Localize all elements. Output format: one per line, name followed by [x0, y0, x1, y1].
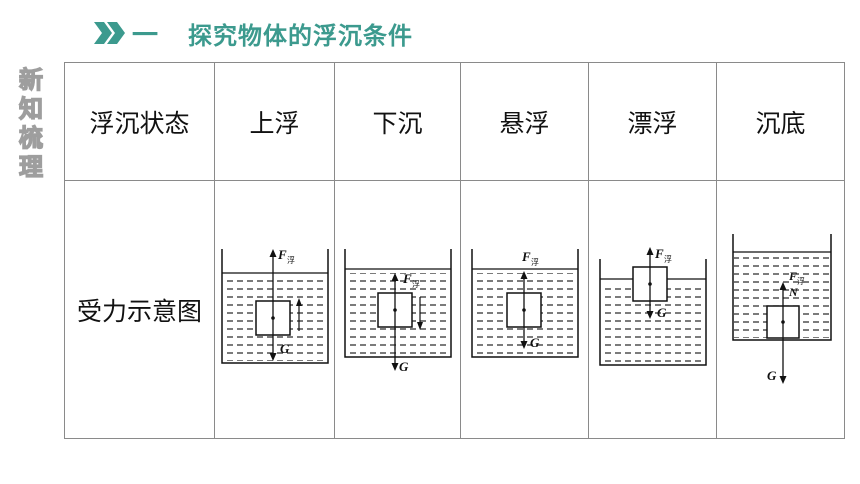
row-header-state: 浮沉状态 [64, 62, 215, 181]
state-cell: 上浮 [214, 62, 335, 181]
diagram-cell: F 浮 G [460, 180, 589, 439]
table-row: 受力示意图 F 浮 [64, 180, 845, 439]
diagram-cell: F 浮 N G [716, 180, 845, 439]
buoyancy-subscript: 浮 [531, 257, 539, 267]
state-cell: 沉底 [716, 62, 845, 181]
buoyancy-subscript: 浮 [412, 279, 420, 289]
state-cell: 下沉 [334, 62, 461, 181]
table-row: 浮沉状态 上浮 下沉 悬浮 漂浮 沉底 [64, 62, 845, 181]
row-header-diagram: 受力示意图 [64, 180, 215, 439]
buoyancy-subscript: 浮 [287, 255, 295, 265]
buoyancy-subscript: 浮 [797, 276, 805, 286]
diagram-cell: F 浮 G [334, 180, 461, 439]
gravity-label: G [280, 341, 290, 356]
buoyancy-label: F [521, 249, 531, 264]
floating-diagram: F 浮 G [598, 246, 707, 366]
gravity-label: G [767, 368, 777, 383]
gravity-label: G [530, 335, 540, 350]
gravity-label: G [657, 305, 667, 320]
sidebar-char: 梳 [18, 123, 43, 152]
buoyancy-subscript: 浮 [664, 254, 672, 264]
sinking-diagram: F 浮 G [343, 248, 452, 374]
sidebar-char: 理 [18, 152, 43, 181]
sidebar-char: 知 [18, 94, 43, 123]
section-number: 一 [132, 20, 159, 51]
sidebar-label: 新 知 梳 理 [14, 65, 48, 182]
state-cell: 悬浮 [460, 62, 589, 181]
diagram-cell: F 浮 G [214, 180, 335, 439]
buoyancy-label: F [277, 247, 287, 262]
buoyancy-label: F [402, 271, 412, 286]
section-title: 探究物体的浮沉条件 [188, 21, 414, 50]
gravity-label: G [399, 359, 409, 374]
sidebar-char: 新 [18, 65, 43, 94]
state-cell: 漂浮 [588, 62, 717, 181]
float-sink-table: 浮沉状态 上浮 下沉 悬浮 漂浮 沉底 受力示意图 [64, 62, 845, 439]
rising-diagram: F 浮 G [220, 247, 329, 364]
normal-force-label: N [788, 285, 799, 299]
buoyancy-label: F [788, 269, 797, 283]
double-chevron-icon [94, 22, 125, 44]
sunk-diagram: F 浮 N G [731, 233, 832, 384]
suspended-diagram: F 浮 G [470, 248, 579, 358]
diagram-cell: F 浮 G [588, 180, 717, 439]
section-header: 一 探究物体的浮沉条件 [92, 16, 414, 51]
buoyancy-label: F [654, 246, 664, 261]
